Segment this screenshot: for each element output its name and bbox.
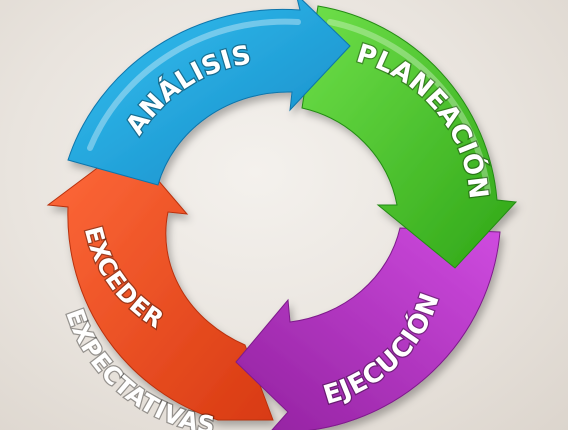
green-sheen [327, 19, 491, 195]
stage-arrow-planeacion [301, 5, 518, 269]
blue-sheen [87, 18, 301, 151]
stage-arrow-analisis [67, 0, 351, 186]
stage-arrow-exceder [46, 144, 274, 421]
stage-arrow-ejecucion [235, 227, 501, 430]
